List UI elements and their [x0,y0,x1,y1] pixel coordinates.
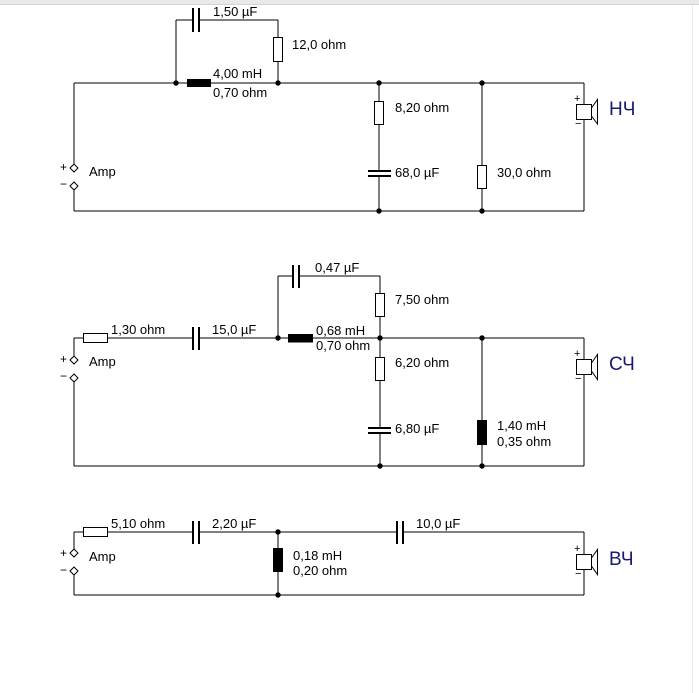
midrange-speaker-label: СЧ [609,354,635,375]
woofer-speaker-label: НЧ [609,99,636,120]
tweeter-wires [73,531,585,596]
woofer-shunt-rc-resistor-value: 8,20 ohm [395,100,450,115]
midrange-series-resistor-value: 1,30 ohm [111,322,166,337]
tweeter-shunt-inductor-value: 0,18 mH [293,548,343,563]
midrange-bypass-resistor-symbol [375,293,385,317]
midrange-series-inductor-value: 0,68 mH [316,323,366,338]
woofer-bypass-capacitor-value: 1,50 µF [213,4,258,19]
woofer-circuit [69,8,598,214]
woofer-amp-label: Amp [89,164,116,179]
woofer-speaker-symbol [576,97,598,126]
tweeter-series-resistor-symbol [83,527,108,537]
junction-dot [479,80,485,86]
woofer-wires [73,19,585,212]
junction-dot [376,80,382,86]
midrange-shunt-rc-resistor-symbol [375,357,385,381]
midrange-series-inductor-resistance: 0,70 ohm [316,338,371,353]
woofer-shunt-resistor-symbol [477,165,487,189]
woofer-shunt-resistor-value: 30,0 ohm [497,165,552,180]
speaker-cone [591,97,598,126]
midrange-series-resistor-symbol [83,333,108,343]
woofer-series-inductor-symbol [187,79,211,87]
junction-dot [479,335,485,341]
junction-dot [377,335,383,341]
tweeter-series-capacitor2-symbol [396,521,404,544]
midrange-speaker-plus-sign: + [574,348,581,360]
tweeter-speaker-symbol [576,547,598,577]
midrange-circuit [69,265,598,469]
tweeter-speaker-plus-sign: + [574,543,581,555]
amp-negative-terminal [69,181,79,191]
midrange-bypass-resistor-value: 7,50 ohm [395,292,450,307]
woofer-speaker-plus-sign: + [574,93,581,105]
tweeter-series-resistor-value: 5,10 ohm [111,516,166,531]
midrange-shunt-rc-capacitor-symbol [368,427,391,434]
midrange-bypass-capacitor-value: 0,47 µF [315,260,360,275]
woofer-bypass-resistor-symbol [273,37,283,62]
woofer-series-inductor-value: 4,00 mH [213,66,263,81]
midrange-speaker-minus-sign: − [575,373,582,385]
woofer-speaker-minus-sign: − [575,118,582,130]
junction-dot [479,463,485,469]
tweeter-speaker-minus-sign: − [575,568,582,580]
junction-dot [275,80,281,86]
junction-dot [275,529,281,535]
junction-dot [275,335,281,341]
tweeter-series-capacitor1-value: 2,20 µF [212,516,257,531]
midrange-wires [73,275,585,467]
woofer-amp-minus-sign: − [60,177,68,191]
midrange-shunt-inductor-resistance: 0,35 ohm [497,434,552,449]
midrange-bypass-capacitor-symbol [292,265,300,288]
midrange-shunt-inductor-symbol [477,420,487,445]
amp-negative-terminal [69,373,79,383]
speaker-box [576,104,592,120]
midrange-shunt-rc-resistor-value: 6,20 ohm [395,355,450,370]
tweeter-amp-minus-sign: − [60,563,68,577]
tweeter-series-capacitor1-symbol [192,521,200,544]
junction-dot [377,463,383,469]
speaker-box [576,359,592,375]
tweeter-amp-plus-sign: + [60,546,68,560]
speaker-cone [591,352,598,382]
woofer-shunt-rc-capacitor-symbol [368,170,391,177]
junction-dot [376,208,382,214]
right-edge-line [692,5,693,693]
tweeter-shunt-inductor-resistance: 0,20 ohm [293,563,348,578]
woofer-bypass-resistor-value: 12,0 ohm [292,37,347,52]
midrange-speaker-symbol [576,352,598,382]
speaker-box [576,554,592,570]
tweeter-circuit [69,521,598,598]
midrange-series-inductor-symbol [288,334,313,343]
amp-positive-terminal [69,355,79,365]
woofer-amp-plus-sign: + [60,160,68,174]
woofer-shunt-rc-capacitor-value: 68,0 µF [395,165,440,180]
woofer-bypass-capacitor-symbol [192,8,200,32]
midrange-series-capacitor-symbol [192,327,200,350]
midrange-shunt-rc-capacitor-value: 6,80 µF [395,421,440,436]
amp-negative-terminal [69,566,79,576]
junction-dot [275,592,281,598]
woofer-shunt-rc-resistor-symbol [374,101,384,125]
midrange-amp-minus-sign: − [60,369,68,383]
amp-positive-terminal [69,163,79,173]
midrange-amp-plus-sign: + [60,352,68,366]
midrange-amp-label: Amp [89,354,116,369]
woofer-series-inductor-resistance: 0,70 ohm [213,85,268,100]
midrange-series-capacitor-value: 15,0 µF [212,322,257,337]
junction-dot [479,208,485,214]
midrange-shunt-inductor-value: 1,40 mH [497,418,547,433]
junction-dot [173,80,179,86]
toolbar-edge [0,0,699,5]
tweeter-speaker-label: ВЧ [609,549,634,570]
speaker-cone [591,547,598,577]
tweeter-series-capacitor2-value: 10,0 µF [416,516,461,531]
amp-positive-terminal [69,548,79,558]
tweeter-shunt-inductor-symbol [273,548,283,572]
tweeter-amp-label: Amp [89,549,116,564]
